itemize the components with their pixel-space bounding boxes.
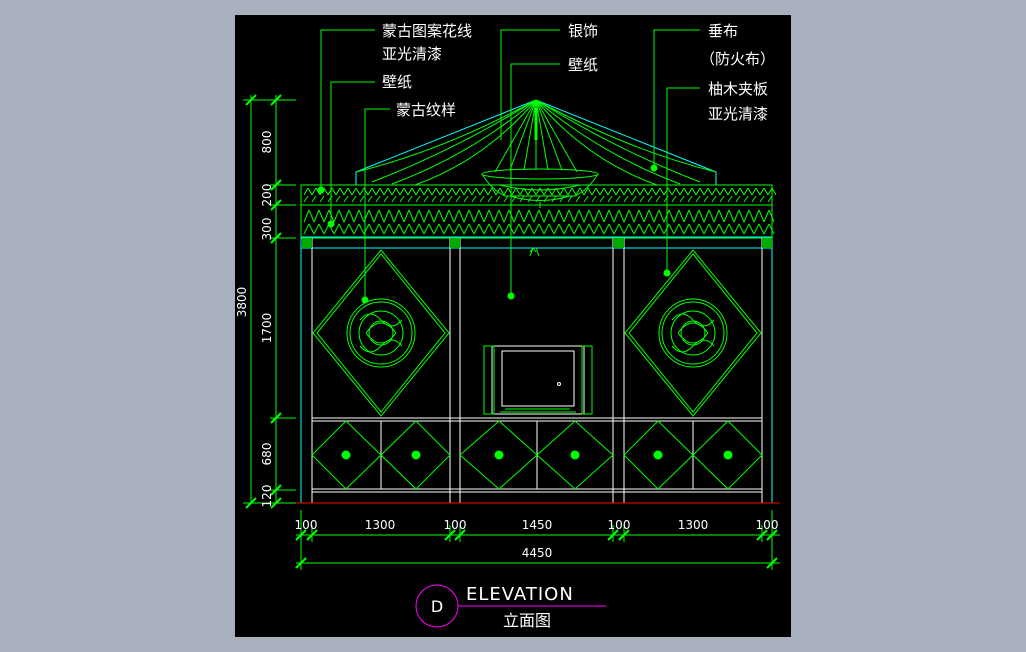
dim-h-1300-b: 1300	[678, 518, 709, 532]
section-marker-letter: D	[431, 597, 443, 616]
dim-680: 680	[260, 443, 274, 466]
right-diamond-panel	[624, 249, 762, 417]
television	[483, 247, 593, 415]
dim-total-height: 3800	[235, 287, 249, 318]
canopy-drape	[355, 99, 717, 186]
dim-h-1450: 1450	[522, 518, 553, 532]
label-fireproof-cloth: （防火布）	[700, 50, 775, 68]
dim-1700: 1700	[260, 313, 274, 344]
vertical-dimension-lines	[243, 94, 296, 509]
dim-h-total: 4450	[522, 546, 553, 560]
dim-120: 120	[260, 485, 274, 508]
lower-cabinets	[311, 420, 763, 490]
dim-800: 800	[260, 131, 274, 154]
pattern-band-top	[300, 184, 777, 249]
left-diamond-panel	[312, 249, 450, 417]
dim-h-100-c: 100	[608, 518, 631, 532]
label-wallpaper-left: 壁纸	[382, 73, 412, 91]
dim-h-100-b: 100	[444, 518, 467, 532]
dim-h-1300-a: 1300	[365, 518, 396, 532]
label-mongolian-motif: 蒙古纹样	[396, 101, 456, 119]
dim-300: 300	[260, 218, 274, 241]
label-mongolian-pattern-line: 蒙古图案花线	[382, 22, 472, 40]
leader-lines	[317, 29, 700, 304]
label-wallpaper-center: 壁纸	[568, 56, 598, 74]
dim-h-100-a: 100	[295, 518, 318, 532]
label-matte-varnish-left: 亚光清漆	[382, 45, 442, 63]
label-teak-plywood: 柚木夹板	[708, 80, 768, 98]
dim-200: 200	[260, 184, 274, 207]
label-matte-varnish-right: 亚光清漆	[708, 105, 768, 123]
drawing-subtitle: 立面图	[503, 611, 551, 630]
label-silver-ornament: 银饰	[568, 22, 598, 40]
horizontal-dimension-lines	[295, 510, 780, 570]
title-block: D ELEVATION 立面图	[415, 584, 606, 630]
label-drape-cloth: 垂布	[708, 22, 738, 40]
dim-h-100-d: 100	[756, 518, 779, 532]
drawing-title: ELEVATION	[466, 584, 574, 605]
